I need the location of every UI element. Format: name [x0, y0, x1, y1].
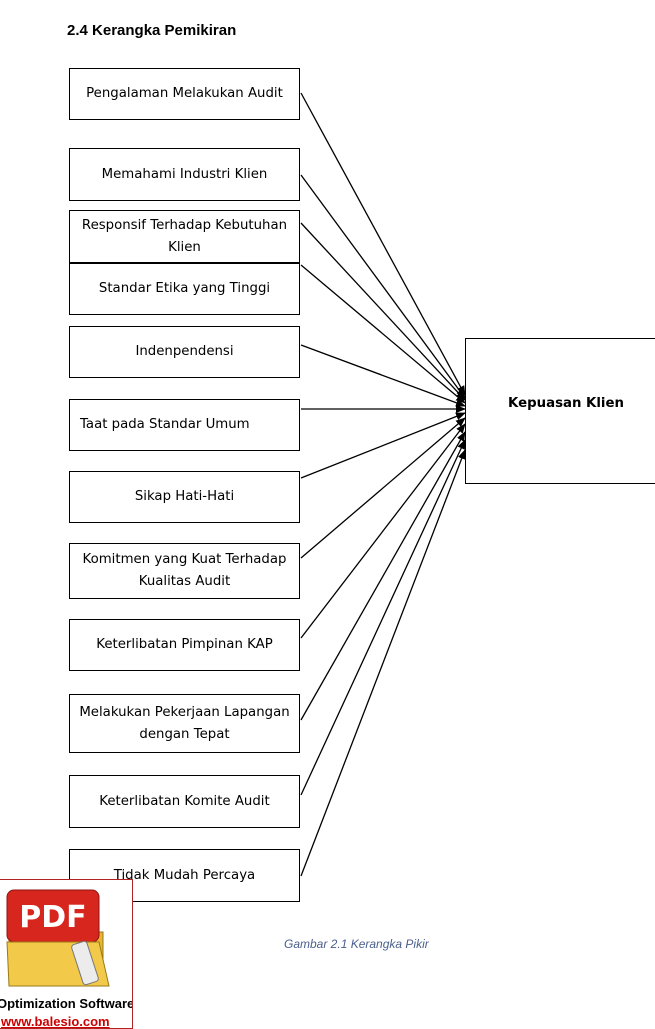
arrow-9 — [300, 423, 466, 639]
factor-label: Responsif Terhadap Kebutuhan Klien — [81, 217, 288, 255]
arrow-11 — [300, 439, 466, 796]
factor-box: Melakukan Pekerjaan Lapangan dengan Tepa… — [69, 694, 300, 753]
arrow-5 — [300, 344, 466, 407]
pdf-optimizer-badge[interactable]: PDF Optimization Software: www.balesio.c… — [0, 879, 133, 1029]
factor-box: Keterlibatan Komite Audit — [69, 775, 300, 828]
factor-label: Tidak Mudah Percaya — [113, 867, 256, 883]
arrow-2 — [300, 174, 466, 399]
pdf-icon: PDF — [6, 889, 110, 987]
factor-label: Keterlibatan Komite Audit — [99, 793, 270, 809]
factor-label: Komitmen yang Kuat Terhadap Kualitas Aud… — [82, 552, 287, 589]
factor-label: Sikap Hati-Hati — [134, 489, 235, 504]
figure-caption: Gambar 2.1 Kerangka Pikir — [284, 937, 429, 951]
factor-box: Komitmen yang Kuat Terhadap Kualitas Aud… — [69, 543, 300, 599]
factor-box: Responsif Terhadap Kebutuhan Klien — [69, 210, 300, 263]
arrow-8 — [300, 417, 466, 559]
factor-label: Indenpendensi — [135, 344, 234, 359]
arrow-10 — [300, 431, 466, 721]
factor-label: Memahami Industri Klien — [101, 166, 268, 182]
factor-box: Memahami Industri Klien — [69, 148, 300, 201]
factor-label: Standar Etika yang Tinggi — [98, 281, 271, 296]
badge-line-1: Optimization Software: — [0, 996, 133, 1011]
factor-box: Pengalaman Melakukan Audit — [69, 68, 300, 120]
factor-box: Taat pada Standar Umum — [69, 399, 300, 451]
factor-box: Keterlibatan Pimpinan KAP — [69, 619, 300, 671]
arrow-4 — [300, 264, 466, 404]
factor-box: Sikap Hati-Hati — [69, 471, 300, 523]
pdf-icon-label: PDF — [19, 900, 86, 935]
factor-box: Indenpendensi — [69, 326, 300, 378]
arrow-3 — [300, 222, 466, 401]
target-box: Kepuasan Klien — [465, 338, 655, 484]
factor-label: Keterlibatan Pimpinan KAP — [96, 637, 273, 652]
arrow-1 — [300, 92, 466, 396]
factor-label: Pengalaman Melakukan Audit — [86, 86, 283, 101]
section-heading: 2.4 Kerangka Pemikiran — [67, 22, 237, 39]
target-label: Kepuasan Klien — [508, 396, 624, 411]
arrow-12 — [300, 449, 466, 877]
factor-box: Standar Etika yang Tinggi — [69, 263, 300, 315]
arrow-7 — [300, 412, 466, 479]
factor-label: Taat pada Standar Umum — [80, 417, 250, 432]
factor-label: Melakukan Pekerjaan Lapangan dengan Tepa… — [79, 704, 290, 742]
